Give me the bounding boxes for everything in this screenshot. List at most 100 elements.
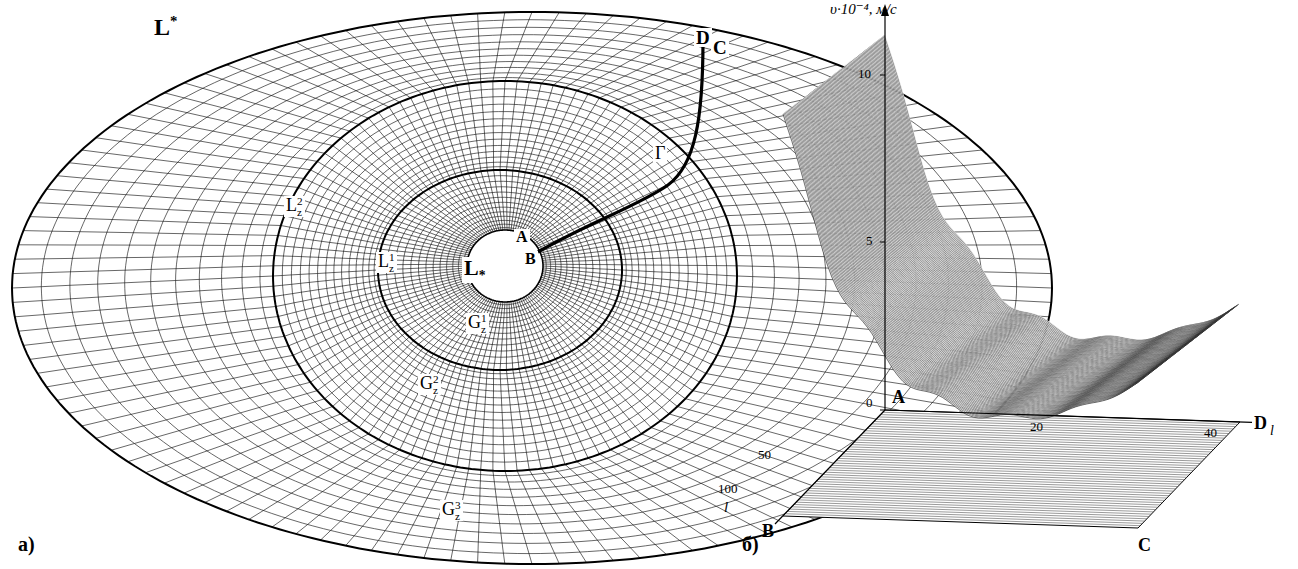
surface-line — [788, 110, 1143, 415]
plane-hatch — [834, 463, 1189, 475]
surface-line — [818, 87, 1173, 392]
surface-strip — [805, 96, 1161, 402]
mesh-radial — [23, 231, 467, 259]
subscript: * — [479, 270, 486, 283]
subscript: z — [481, 324, 487, 335]
interface-label: L2z — [284, 196, 305, 217]
mesh-radial — [478, 14, 501, 231]
superscript: 3 — [455, 500, 461, 511]
point-label: D — [1254, 414, 1267, 432]
surface-strip — [784, 112, 1140, 418]
point-label: B — [762, 522, 774, 540]
plane-hatch — [830, 468, 1185, 480]
mesh-radial — [96, 286, 473, 439]
base-plane — [783, 410, 1240, 528]
mesh-radial — [527, 295, 837, 511]
region-label: G2z — [418, 374, 441, 395]
mesh-radial — [509, 302, 586, 563]
surface-line — [783, 114, 1138, 419]
surface-line — [821, 85, 1176, 390]
mesh-radial — [128, 289, 476, 462]
surface-line — [809, 94, 1164, 399]
mesh-radial — [424, 18, 497, 231]
surface-strip — [801, 99, 1157, 405]
boundary-label: L* — [462, 257, 488, 283]
surface-strip — [800, 100, 1156, 406]
mesh-radial — [205, 74, 481, 239]
surface-strip — [808, 94, 1164, 400]
surface-strip — [794, 105, 1150, 411]
point-label: C — [711, 38, 729, 57]
plane-hatch — [867, 428, 1222, 440]
surface-line — [800, 101, 1155, 406]
boundary-curve — [273, 81, 737, 471]
mesh-radial — [111, 287, 474, 450]
mesh-radial — [296, 298, 488, 534]
plane-hatch — [836, 461, 1191, 473]
surface-line — [785, 112, 1140, 417]
mesh-radial — [13, 268, 467, 303]
mesh-radial — [15, 256, 467, 263]
mesh-radial — [509, 14, 586, 231]
tick-label: 100 — [718, 482, 738, 495]
mesh-radial — [128, 114, 476, 243]
surface-strip — [795, 104, 1151, 410]
surface-line — [792, 107, 1147, 412]
point-label: B — [523, 251, 538, 267]
mesh-radial — [526, 296, 816, 519]
surface-strip — [807, 95, 1163, 401]
surface-line — [793, 106, 1148, 411]
surface-strip — [793, 105, 1149, 411]
surface-line — [811, 93, 1166, 398]
plane-hatch — [816, 481, 1171, 493]
plane-hatch — [807, 491, 1162, 503]
mesh-radial — [146, 103, 477, 242]
surface-line — [796, 104, 1151, 409]
surface-line — [815, 89, 1170, 394]
mesh-radial — [511, 302, 613, 561]
symbol-base: L — [286, 195, 297, 215]
mesh-radial — [18, 245, 467, 261]
region-label: G1z — [466, 313, 489, 334]
surface-line — [794, 105, 1149, 410]
surface-strip — [817, 87, 1173, 393]
mesh-radial — [500, 302, 532, 564]
axis-label: l — [724, 500, 728, 515]
surface-strip — [823, 82, 1179, 388]
mesh-radial — [226, 295, 482, 511]
index-stack: 1z — [481, 313, 487, 334]
plane-hatch — [810, 488, 1165, 500]
mesh-radial — [18, 272, 467, 332]
mesh-radial — [13, 264, 467, 274]
surface-strip — [791, 107, 1147, 413]
surface-line — [804, 97, 1159, 402]
surface-strip — [810, 93, 1166, 399]
axis-label: l — [1270, 424, 1274, 438]
surface-line — [799, 101, 1154, 406]
mesh-radial — [530, 293, 880, 493]
surface-strip — [799, 101, 1155, 407]
subscript: z — [297, 207, 303, 218]
point-label: A — [892, 388, 905, 406]
superscript: 1 — [481, 313, 487, 324]
surface-line — [816, 89, 1171, 394]
surface-strip — [822, 83, 1178, 389]
symbol-base: L — [464, 255, 479, 280]
mesh-radial — [12, 266, 467, 288]
surface-line — [819, 86, 1174, 391]
surface-line — [813, 91, 1168, 396]
surface-line — [817, 88, 1172, 393]
mesh-radial — [57, 176, 470, 252]
surface-strip — [803, 97, 1159, 403]
mesh-radial — [526, 57, 816, 236]
mesh-radial — [111, 126, 474, 245]
tick-label: 5 — [866, 234, 873, 247]
surface-strip — [818, 86, 1174, 392]
index-stack: 2z — [297, 196, 303, 217]
surface-strip — [819, 86, 1175, 392]
axis-tick — [880, 75, 885, 76]
mesh-radial — [205, 294, 481, 503]
plane-hatch — [801, 498, 1156, 510]
